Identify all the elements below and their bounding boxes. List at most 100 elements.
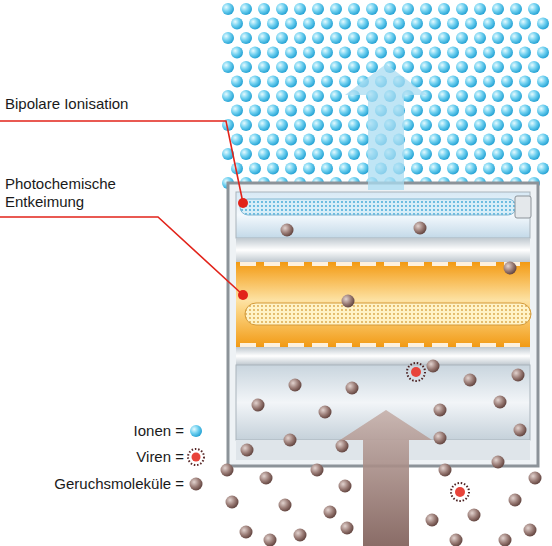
ion <box>357 47 369 59</box>
ion <box>285 105 297 117</box>
ion <box>438 119 450 131</box>
slat <box>240 343 256 347</box>
ion <box>366 3 378 15</box>
ion <box>537 76 549 88</box>
ion <box>330 119 342 131</box>
slat <box>432 343 448 347</box>
ion <box>438 148 450 160</box>
slat <box>336 262 352 266</box>
ion <box>294 119 306 131</box>
odour-molecule <box>464 374 477 387</box>
ion <box>276 32 288 44</box>
ion <box>249 18 261 30</box>
odour-molecule <box>427 360 440 373</box>
ion <box>501 134 513 146</box>
ion <box>249 134 261 146</box>
slat <box>408 262 424 266</box>
ion <box>519 18 531 30</box>
slat <box>408 343 424 347</box>
ion <box>294 3 306 15</box>
ion <box>420 148 432 160</box>
ion <box>447 163 459 175</box>
ion <box>447 18 459 30</box>
ion <box>429 163 441 175</box>
legend-text: Geruchsmoleküle = <box>0 475 184 493</box>
ion <box>294 148 306 160</box>
odour-molecule <box>336 440 349 453</box>
ion <box>321 47 333 59</box>
virus-core <box>455 487 465 497</box>
ion <box>330 90 342 102</box>
ion <box>429 76 441 88</box>
odour-molecule <box>226 496 239 509</box>
ion <box>447 105 459 117</box>
virus-sample <box>192 453 201 462</box>
ion <box>285 76 297 88</box>
virus <box>407 363 425 381</box>
ion <box>519 76 531 88</box>
ion <box>492 119 504 131</box>
ion <box>528 119 540 131</box>
ion <box>375 18 387 30</box>
legend-text: Ionen = <box>0 422 184 440</box>
ion <box>267 163 279 175</box>
ion-cloud <box>222 3 549 189</box>
ion <box>510 61 522 73</box>
ion <box>330 32 342 44</box>
odour-molecule <box>426 514 439 527</box>
ion <box>465 163 477 175</box>
ion <box>321 105 333 117</box>
slat <box>288 262 304 266</box>
slat <box>240 262 256 266</box>
ion <box>321 134 333 146</box>
ion <box>303 47 315 59</box>
odour-molecule <box>434 432 447 445</box>
odour-molecule <box>450 534 463 546</box>
ion <box>429 18 441 30</box>
ion <box>312 32 324 44</box>
ion <box>312 61 324 73</box>
ion <box>384 32 396 44</box>
ion <box>267 105 279 117</box>
odour-molecule <box>339 480 352 493</box>
ion <box>231 134 243 146</box>
ion <box>276 119 288 131</box>
ion <box>357 18 369 30</box>
ion <box>429 105 441 117</box>
uv-tube <box>245 303 531 325</box>
ion <box>348 148 360 160</box>
ion <box>312 90 324 102</box>
ion <box>339 105 351 117</box>
odour-molecule <box>221 464 234 477</box>
ion <box>537 134 549 146</box>
ion <box>456 32 468 44</box>
ion <box>474 32 486 44</box>
separator <box>236 238 530 262</box>
ion <box>312 148 324 160</box>
odour-molecule <box>252 399 265 412</box>
ion <box>438 32 450 44</box>
ion <box>222 32 234 44</box>
ion <box>294 90 306 102</box>
odour-molecule <box>434 404 447 417</box>
odour-molecule <box>281 224 294 237</box>
ion <box>267 47 279 59</box>
ion <box>528 61 540 73</box>
ion <box>438 90 450 102</box>
ion <box>258 32 270 44</box>
ion <box>519 163 531 175</box>
ion <box>231 105 243 117</box>
ion <box>483 76 495 88</box>
ion <box>240 3 252 15</box>
ion <box>420 3 432 15</box>
ion <box>321 76 333 88</box>
virus-core <box>411 367 421 377</box>
ion <box>528 3 540 15</box>
odour-molecule <box>284 434 297 447</box>
ion <box>483 18 495 30</box>
virus-sample-halo <box>188 449 204 465</box>
ion <box>456 3 468 15</box>
ion <box>222 61 234 73</box>
slat <box>384 343 400 347</box>
ion <box>339 47 351 59</box>
